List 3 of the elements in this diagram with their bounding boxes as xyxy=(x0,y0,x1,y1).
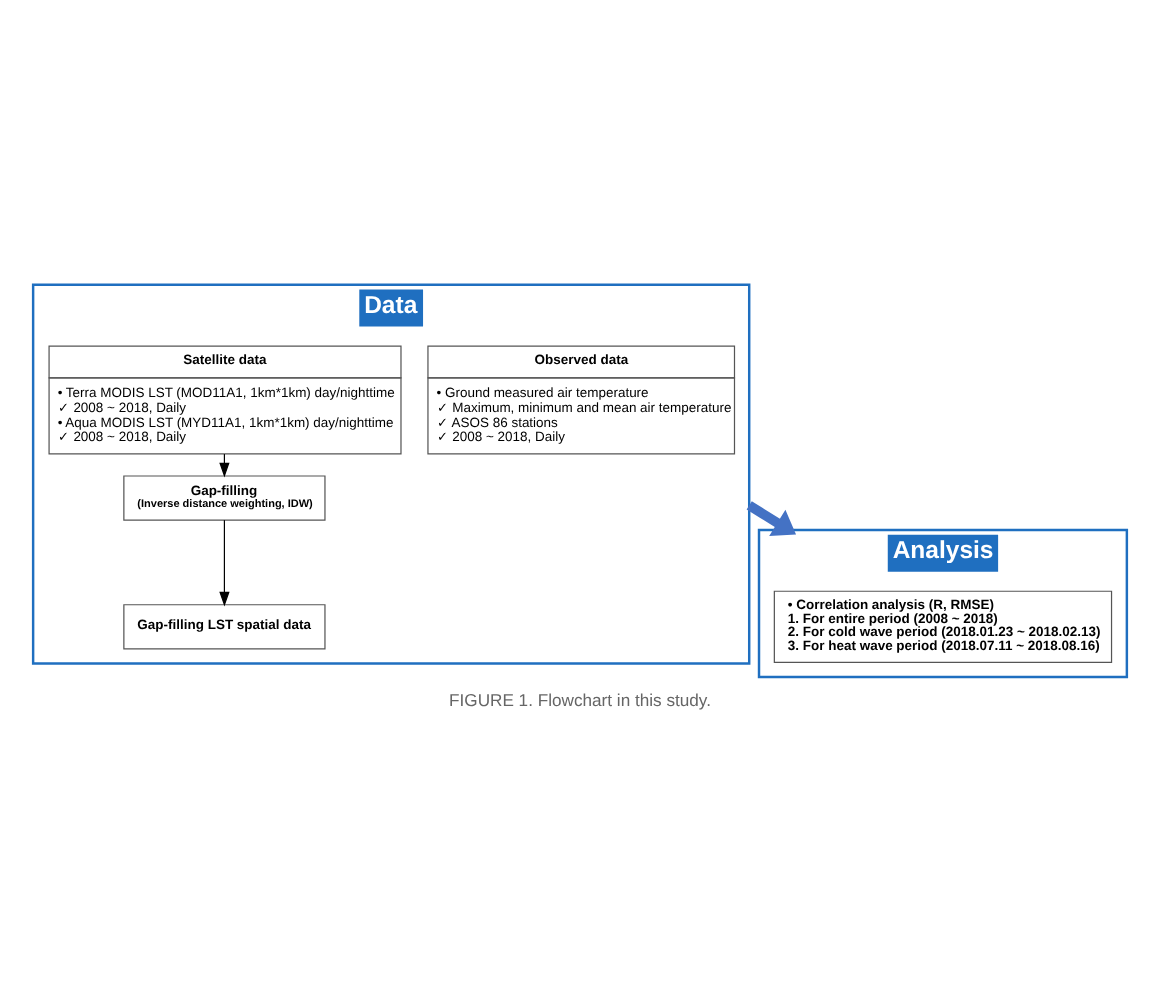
caption: FIGURE 1. Flowchart in this study. xyxy=(449,689,711,710)
arrow xyxy=(746,501,797,536)
arrow xyxy=(219,519,230,607)
